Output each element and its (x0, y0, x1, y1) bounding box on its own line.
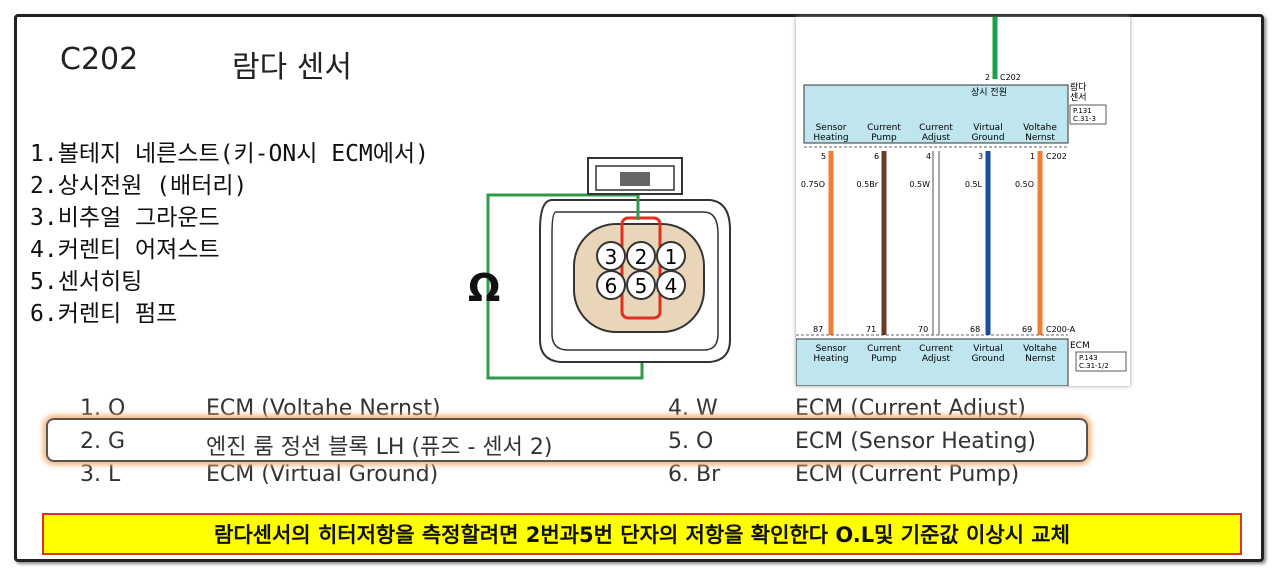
wire-size-label: 0.75O (801, 180, 825, 189)
pin-function-item: 5.센서히팅 (30, 269, 143, 295)
ecm-pin-number: 70 (918, 325, 928, 334)
sensor-ref-box (1069, 104, 1107, 125)
highlight-row-box (46, 418, 1088, 462)
legend-desc: ECM (Current Pump) (795, 462, 1020, 487)
connector-inner-rim (551, 211, 719, 351)
pin-6-socket (596, 270, 626, 300)
pin-function-item: 2.상시전원 (배터리) (30, 173, 248, 199)
sensor-connector-label: C202 (1046, 152, 1067, 161)
sensor-pin-number: 5 (821, 152, 826, 161)
page-frame (14, 14, 1264, 562)
pin-function-list: 1.볼테지 네른스트(키-ON시 ECM에서) 2.상시전원 (배터리) 3.비… (30, 138, 429, 330)
legend-pin: 3. L (80, 462, 121, 487)
ecm-pin-number: 68 (970, 325, 980, 334)
legend-pin: 4. W (668, 396, 718, 421)
pin-label: 6 (605, 274, 618, 298)
legend-desc: ECM (Voltahe Nernst) (206, 396, 441, 421)
always-power-label: 상시 전원 (971, 87, 1007, 98)
legend-desc: ECM (Virtual Ground) (206, 462, 439, 487)
sensor-block (803, 84, 1069, 144)
legend-pin: 5. O (668, 429, 714, 454)
probe-highlight-box (620, 216, 662, 320)
top-connector-label: C202 (1000, 73, 1021, 82)
top-pin-number: 2 (985, 73, 990, 82)
pin-label: 2 (635, 245, 648, 269)
wire-size-label: 0.5Br (857, 180, 879, 189)
sensor-pin-number: 6 (874, 152, 879, 161)
sensor-pin-number: 4 (926, 152, 931, 161)
ecm-pin-number: 71 (866, 325, 876, 334)
legend-desc: ECM (Sensor Heating) (795, 429, 1037, 454)
sensor-pin-number: 3 (978, 152, 983, 161)
wire-size-label: 0.5L (965, 180, 983, 189)
legend-pin: 6. Br (668, 462, 721, 487)
legend-desc: ECM (Current Adjust) (795, 396, 1026, 421)
component-title: 람다 센서 (232, 50, 352, 85)
instruction-text: 람다센서의 히터저항을 측정할려면 2번과5번 단자의 저항을 확인한다 O.L… (214, 523, 1070, 547)
pin-function-item: 3.비추얼 그라운드 (30, 205, 220, 231)
legend-desc: 엔진 룸 정션 블록 LH (퓨즈 - 센서 2) (206, 435, 553, 460)
ecm-pin-number: 87 (813, 325, 823, 334)
ecm-name: ECM (1070, 341, 1090, 351)
pin-label: 3 (605, 245, 618, 269)
ecm-pin-number: 69 (1022, 325, 1032, 334)
ecm-ref-box (1075, 351, 1127, 372)
connector-diagram: 3 2 1 6 5 4 (486, 157, 731, 380)
wire-size-label: 0.5O (1015, 180, 1034, 189)
pin-label: 4 (665, 274, 678, 298)
connector-latch-inner (595, 165, 675, 191)
connector-code: C202 (60, 42, 139, 77)
sensor-pin-number: 1 (1030, 152, 1035, 161)
ecm-connector-label: C200-A (1046, 325, 1076, 334)
pin-label: 5 (635, 274, 648, 298)
wire-size-label: 0.5W (909, 180, 930, 189)
pin-function-item: 4.커렌티 어져스트 (30, 237, 220, 263)
legend-pin: 1. O (80, 396, 126, 421)
pin-label: 1 (665, 245, 678, 269)
pin-5-socket (626, 270, 656, 300)
legend-pin: 2. G (80, 429, 126, 454)
pin-4-socket (656, 270, 686, 300)
instruction-banner: 람다센서의 히터저항을 측정할려면 2번과5번 단자의 저항을 확인한다 O.L… (42, 513, 1242, 555)
pin-function-item: 1.볼테지 네른스트(키-ON시 ECM에서) (30, 141, 429, 167)
ecm-block (796, 338, 1069, 386)
pin-function-item: 6.커렌티 펌프 (30, 301, 178, 327)
latch-tab (620, 172, 650, 186)
ohmmeter-symbol: Ω (468, 266, 501, 310)
